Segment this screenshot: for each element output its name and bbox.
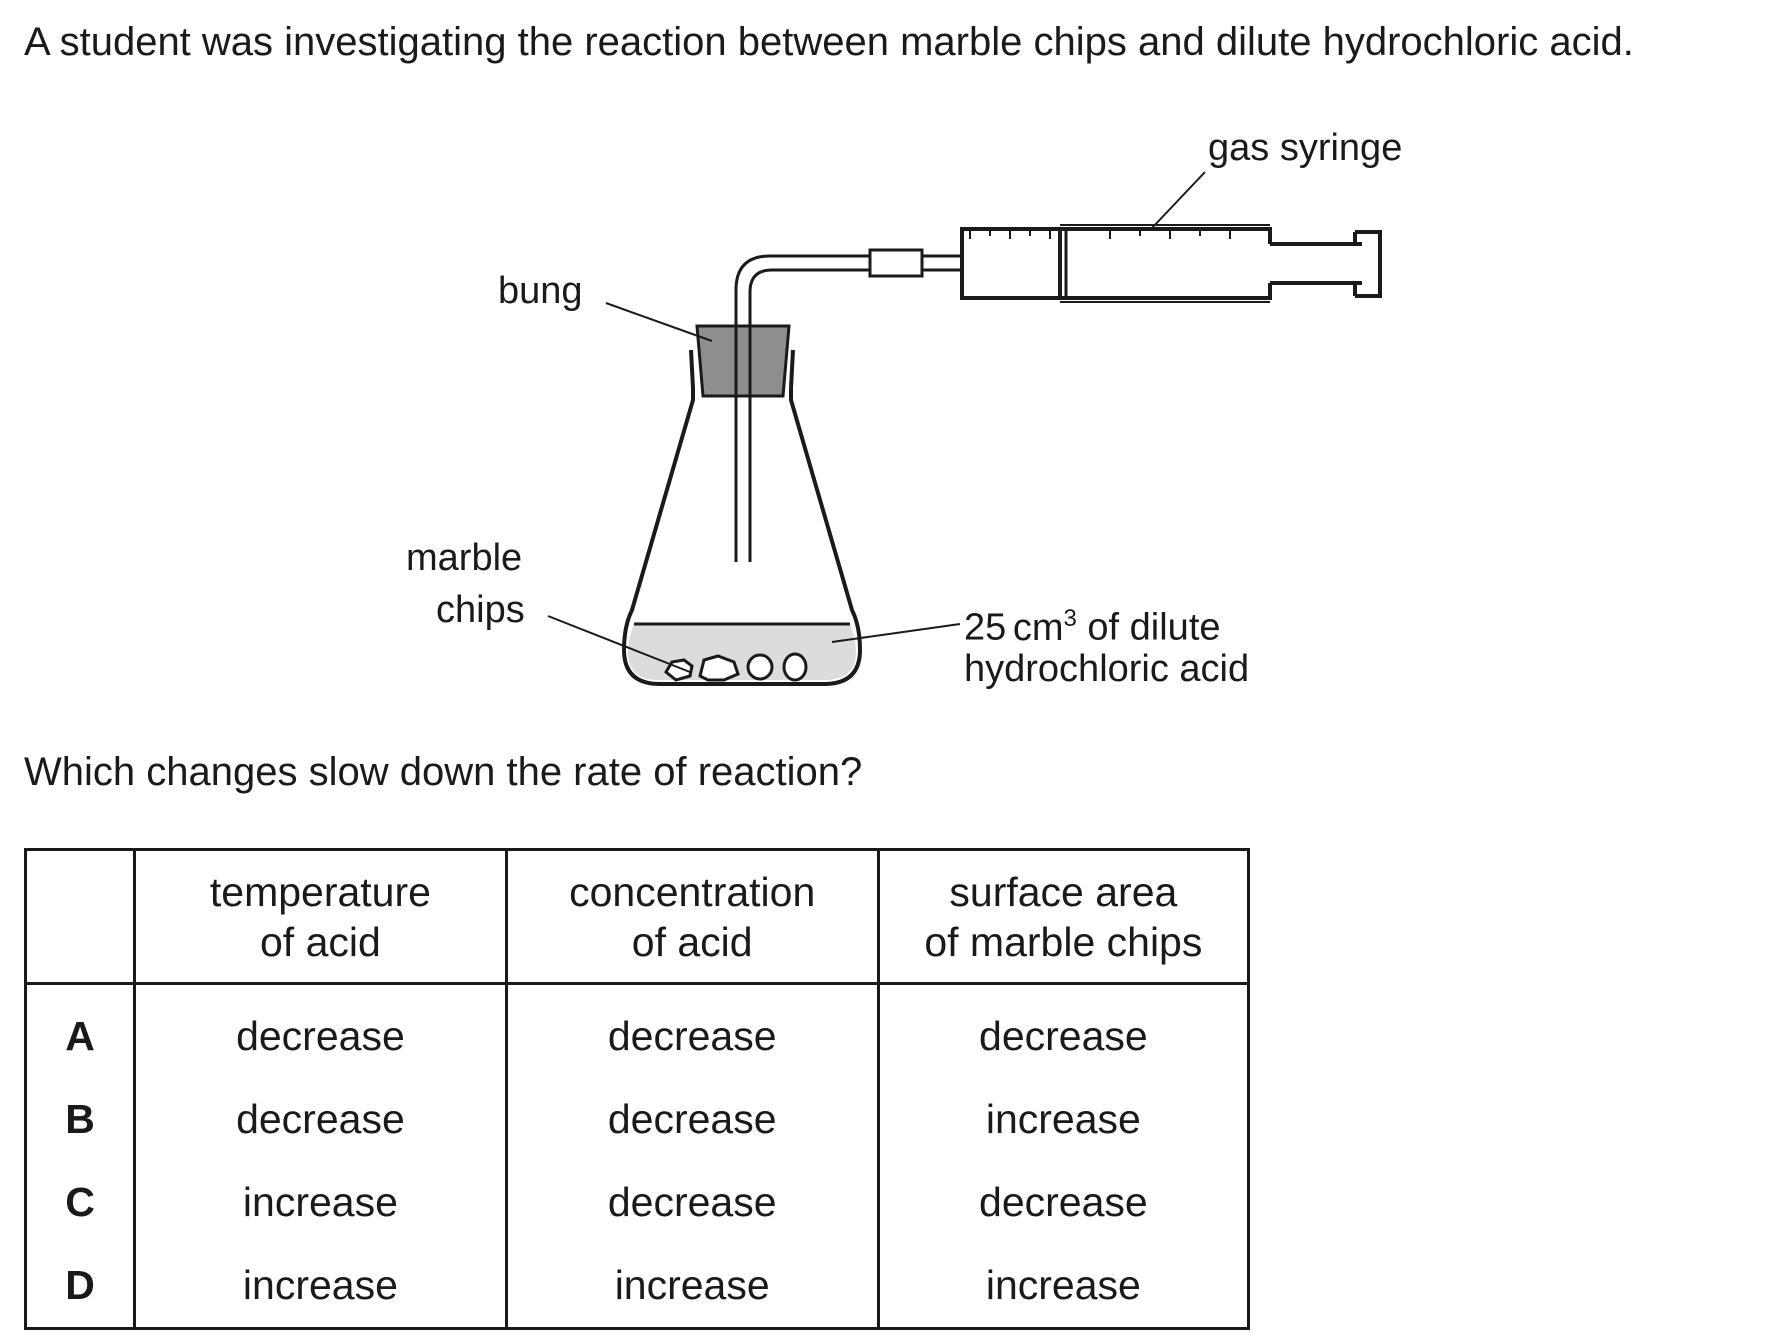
question-text: Which changes slow down the rate of reac… <box>24 750 863 794</box>
conical-flask <box>622 349 862 686</box>
intro-text: A student was investigating the reaction… <box>24 20 1634 64</box>
cell-concentration: decrease <box>504 1078 880 1161</box>
table-row[interactable]: C increase decrease decrease <box>23 1161 1251 1244</box>
header-concentration-text: concentration of acid <box>569 868 816 965</box>
apparatus-diagram <box>547 171 1382 686</box>
header-temperature: temperature of acid <box>133 848 508 985</box>
cell-surface-area: increase <box>876 1244 1251 1330</box>
acid-liquid <box>628 624 856 680</box>
syringe-scale <box>969 229 1231 239</box>
marble-chips-label-line1: marble <box>406 537 523 579</box>
acid-label-line2: hydrochloric acid <box>964 648 1250 690</box>
table-row[interactable]: D increase increase increase <box>23 1244 1251 1330</box>
acid-label-line1: 25 cm3 of dilute <box>964 593 1221 654</box>
gas-syringe <box>960 224 1382 303</box>
header-temperature-text: temperature of acid <box>209 868 431 965</box>
cell-surface-area: decrease <box>876 1161 1251 1244</box>
option-letter[interactable]: D <box>23 1244 137 1330</box>
table-header-row: temperature of acid concentration of aci… <box>23 848 1251 985</box>
option-letter[interactable]: B <box>23 1078 137 1161</box>
header-surface-area-text: surface area of marble chips <box>924 868 1203 965</box>
cell-temperature: decrease <box>133 1078 508 1161</box>
answer-options-table: temperature of acid concentration of aci… <box>23 848 1251 1330</box>
cell-concentration: increase <box>504 1244 880 1330</box>
option-letter[interactable]: A <box>23 983 137 1078</box>
bung-label: bung <box>498 270 583 312</box>
header-letter <box>23 848 137 985</box>
cell-surface-area: increase <box>876 1078 1251 1161</box>
cell-concentration: decrease <box>504 1161 880 1244</box>
acid-label-rest: of dilute <box>1076 606 1221 649</box>
header-concentration: concentration of acid <box>504 848 880 985</box>
delivery-tube <box>734 248 962 562</box>
cell-temperature: increase <box>133 1161 508 1244</box>
marble-chips <box>664 652 808 682</box>
table-row[interactable]: A decrease decrease decrease <box>23 983 1251 1078</box>
acid-unit-exponent: 3 <box>1063 605 1077 632</box>
header-surface-area: surface area of marble chips <box>876 848 1251 985</box>
bung <box>695 324 791 398</box>
cell-concentration: decrease <box>504 983 880 1078</box>
cell-temperature: increase <box>133 1244 508 1330</box>
marble-chips-label-line2: chips <box>436 589 525 631</box>
cell-surface-area: decrease <box>876 983 1251 1078</box>
leader-lines <box>547 171 1206 673</box>
gas-syringe-label: gas syringe <box>1208 127 1403 169</box>
table-row[interactable]: B decrease decrease increase <box>23 1078 1251 1161</box>
acid-amount: 25 <box>964 606 1007 649</box>
cell-temperature: decrease <box>133 983 508 1078</box>
acid-unit: cm <box>1012 606 1064 649</box>
option-letter[interactable]: C <box>23 1161 137 1244</box>
